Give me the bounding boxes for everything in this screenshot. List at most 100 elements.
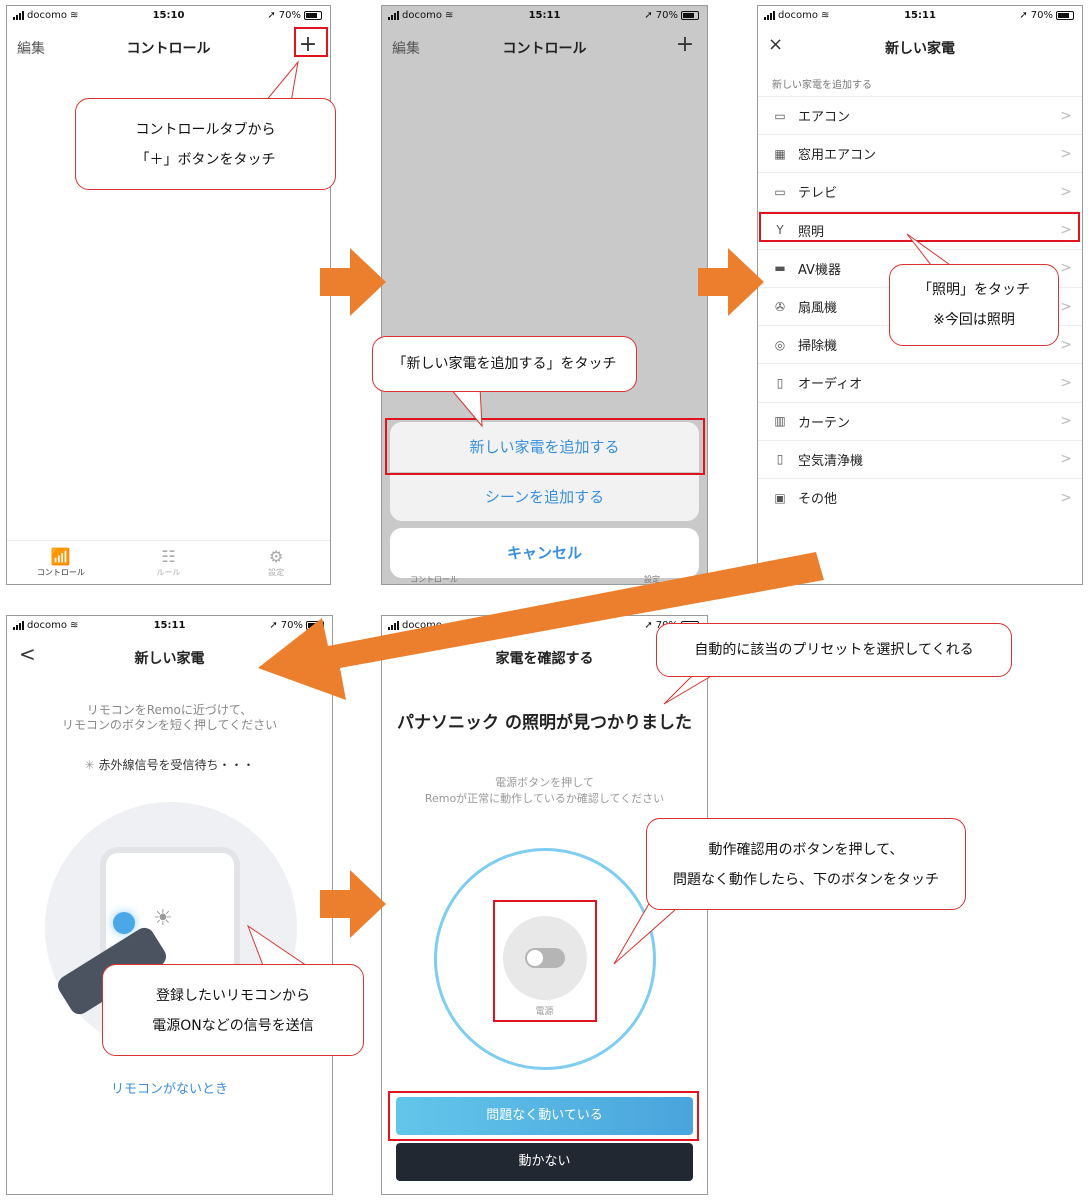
list-item-label: その他 <box>798 492 838 507</box>
status-time: 15:10 <box>152 10 185 21</box>
signal-icon <box>13 11 24 20</box>
edit-button[interactable]: 編集 <box>392 41 420 57</box>
callout-step4: 登録したいリモコンから 電源ONなどの信号を送信 <box>102 964 364 1056</box>
section-label: 新しい家電を追加する <box>772 80 872 91</box>
av-icon: ▬ <box>774 261 786 276</box>
sliders-icon: ☷ <box>161 547 176 566</box>
nav-bar: < 新しい家電 <box>7 642 332 672</box>
list-item-speaker[interactable]: ▯オーディオ> <box>758 363 1082 401</box>
list-item-label: 空気清浄機 <box>798 453 864 469</box>
fan-icon: ✇ <box>774 299 786 314</box>
list-item-label: 照明 <box>798 224 825 240</box>
arrow-step4-to-5 <box>320 870 386 938</box>
battery-percent: 70% <box>655 10 678 21</box>
tab-control[interactable]: 📶コントロール <box>36 547 85 577</box>
status-bar: docomo≋ 15:11 ➚70% <box>382 6 707 26</box>
callout-tail-2 <box>449 388 483 428</box>
tab-bar: 📶コントロール ☷ルール ⚙設定 <box>7 540 330 584</box>
tab-settings[interactable]: ⚙設定 <box>268 547 285 577</box>
list-item-label: カーテン <box>798 415 851 431</box>
close-icon[interactable]: × <box>768 34 784 55</box>
back-icon[interactable]: < <box>19 642 36 666</box>
signal-icon <box>13 621 24 630</box>
peek-tab-settings: 設定 <box>644 575 660 584</box>
battery-icon <box>1056 11 1074 20</box>
peek-tab-control: コントロール <box>410 575 458 584</box>
highlight-add-appliance <box>385 418 705 475</box>
arrow-step1-to-2 <box>320 248 386 316</box>
page-title: 家電を確認する <box>495 651 594 667</box>
page-title: 新しい家電 <box>885 41 955 57</box>
chevron-right-icon: > <box>1060 107 1072 124</box>
list-item-label: 窓用エアコン <box>798 148 877 164</box>
instruction-line-1: リモコンをRemoに近づけて、 <box>86 703 253 717</box>
chevron-right-icon: > <box>1060 451 1072 468</box>
status-bar: docomo≋ 15:11 ➚70% <box>758 6 1082 26</box>
screen-confirm-appliance: docomo ➚70% 家電を確認する パナソニック の照明が見つかりました 電… <box>381 615 708 1195</box>
edit-button[interactable]: 編集 <box>17 41 45 57</box>
list-item-tv[interactable]: ▭ テレビ > <box>758 172 1082 210</box>
status-bar: docomo≋ 15:10 ➚70% <box>7 6 330 26</box>
highlight-add-button <box>294 27 328 57</box>
battery-icon <box>304 11 322 20</box>
nav-bar: 編集 コントロール + <box>7 32 330 62</box>
battery-percent: 70% <box>280 620 303 631</box>
spinner-icon: ✳ <box>84 758 95 772</box>
status-time: 15:11 <box>904 10 936 21</box>
wifi-icon: 📶 <box>50 547 71 566</box>
works-fine-button[interactable]: 問題なく動いている <box>396 1097 693 1135</box>
list-item-label: テレビ <box>798 186 838 202</box>
curtain-icon: ▥ <box>774 414 786 429</box>
add-appliance-button[interactable]: 新しい家電を追加する <box>390 422 699 472</box>
arrow-step2-to-3 <box>698 248 764 316</box>
battery-percent: 70% <box>278 10 301 21</box>
chevron-right-icon: > <box>1060 183 1072 200</box>
callout-tail-5b <box>613 901 686 965</box>
nav-bar: × 新しい家電 <box>758 32 1082 62</box>
subtext-line-1: 電源ボタンを押して <box>495 776 594 789</box>
add-button[interactable]: + <box>298 32 318 57</box>
speaker-icon: ▯ <box>776 375 784 390</box>
wifi-status-icon: ≋ <box>820 10 830 21</box>
list-item-light[interactable]: Y 照明 > <box>758 210 1082 249</box>
nav-bar: 編集 コントロール + <box>382 32 707 62</box>
power-label: 電源 <box>535 1007 554 1017</box>
add-button[interactable]: + <box>675 32 695 57</box>
light-icon: Y <box>776 223 784 238</box>
power-button[interactable] <box>503 916 587 1000</box>
instruction-line-2: リモコンのボタンを短く押してください <box>61 718 278 732</box>
chevron-right-icon: > <box>1060 298 1072 315</box>
cancel-button[interactable]: キャンセル <box>390 528 699 578</box>
list-item-window-aircon[interactable]: ▦窓用エアコン> <box>758 134 1082 172</box>
does-not-work-button[interactable]: 動かない <box>396 1143 693 1181</box>
air-purifier-icon: ▯ <box>776 452 784 467</box>
list-item-label: AV機器 <box>798 262 841 278</box>
signal-icon <box>388 11 399 20</box>
list-item-label: 掃除機 <box>798 339 838 355</box>
callout-step5-test: 動作確認用のボタンを押して、 問題なく動作したら、下のボタンをタッチ <box>646 818 966 910</box>
gear-icon: ⚙ <box>269 547 284 566</box>
list-item-aircon[interactable]: ▭エアコン> <box>758 96 1082 134</box>
tab-rules[interactable]: ☷ルール <box>156 547 181 577</box>
vacuum-icon: ◎ <box>774 337 786 352</box>
callout-step2: 「新しい家電を追加する」をタッチ <box>372 336 637 392</box>
highlight-light-item <box>759 212 1080 242</box>
no-remote-link[interactable]: リモコンがないとき <box>110 1082 228 1097</box>
add-scene-button[interactable]: シーンを追加する <box>390 473 699 521</box>
location-icon: ➚ <box>269 620 278 631</box>
chevron-right-icon: > <box>1060 489 1072 506</box>
list-item-other[interactable]: ▣その他> <box>758 478 1082 516</box>
waiting-status: 赤外線信号を受信待ち・・・ <box>98 758 255 772</box>
highlight-power-button <box>493 900 597 1022</box>
carrier-label: docomo <box>402 620 442 631</box>
battery-percent: 70% <box>1030 10 1053 21</box>
tv-icon: ▭ <box>774 184 786 199</box>
chevron-right-icon: > <box>1060 222 1072 239</box>
window-aircon-icon: ▦ <box>774 146 786 161</box>
list-item-curtain[interactable]: ▥カーテン> <box>758 401 1082 440</box>
nav-bar: 家電を確認する <box>382 642 707 672</box>
location-icon: ➚ <box>644 10 653 21</box>
status-time: 15:11 <box>153 620 186 631</box>
carrier-label: docomo <box>778 10 818 21</box>
list-item-air-purifier[interactable]: ▯ 空気清浄機 > <box>758 439 1082 478</box>
